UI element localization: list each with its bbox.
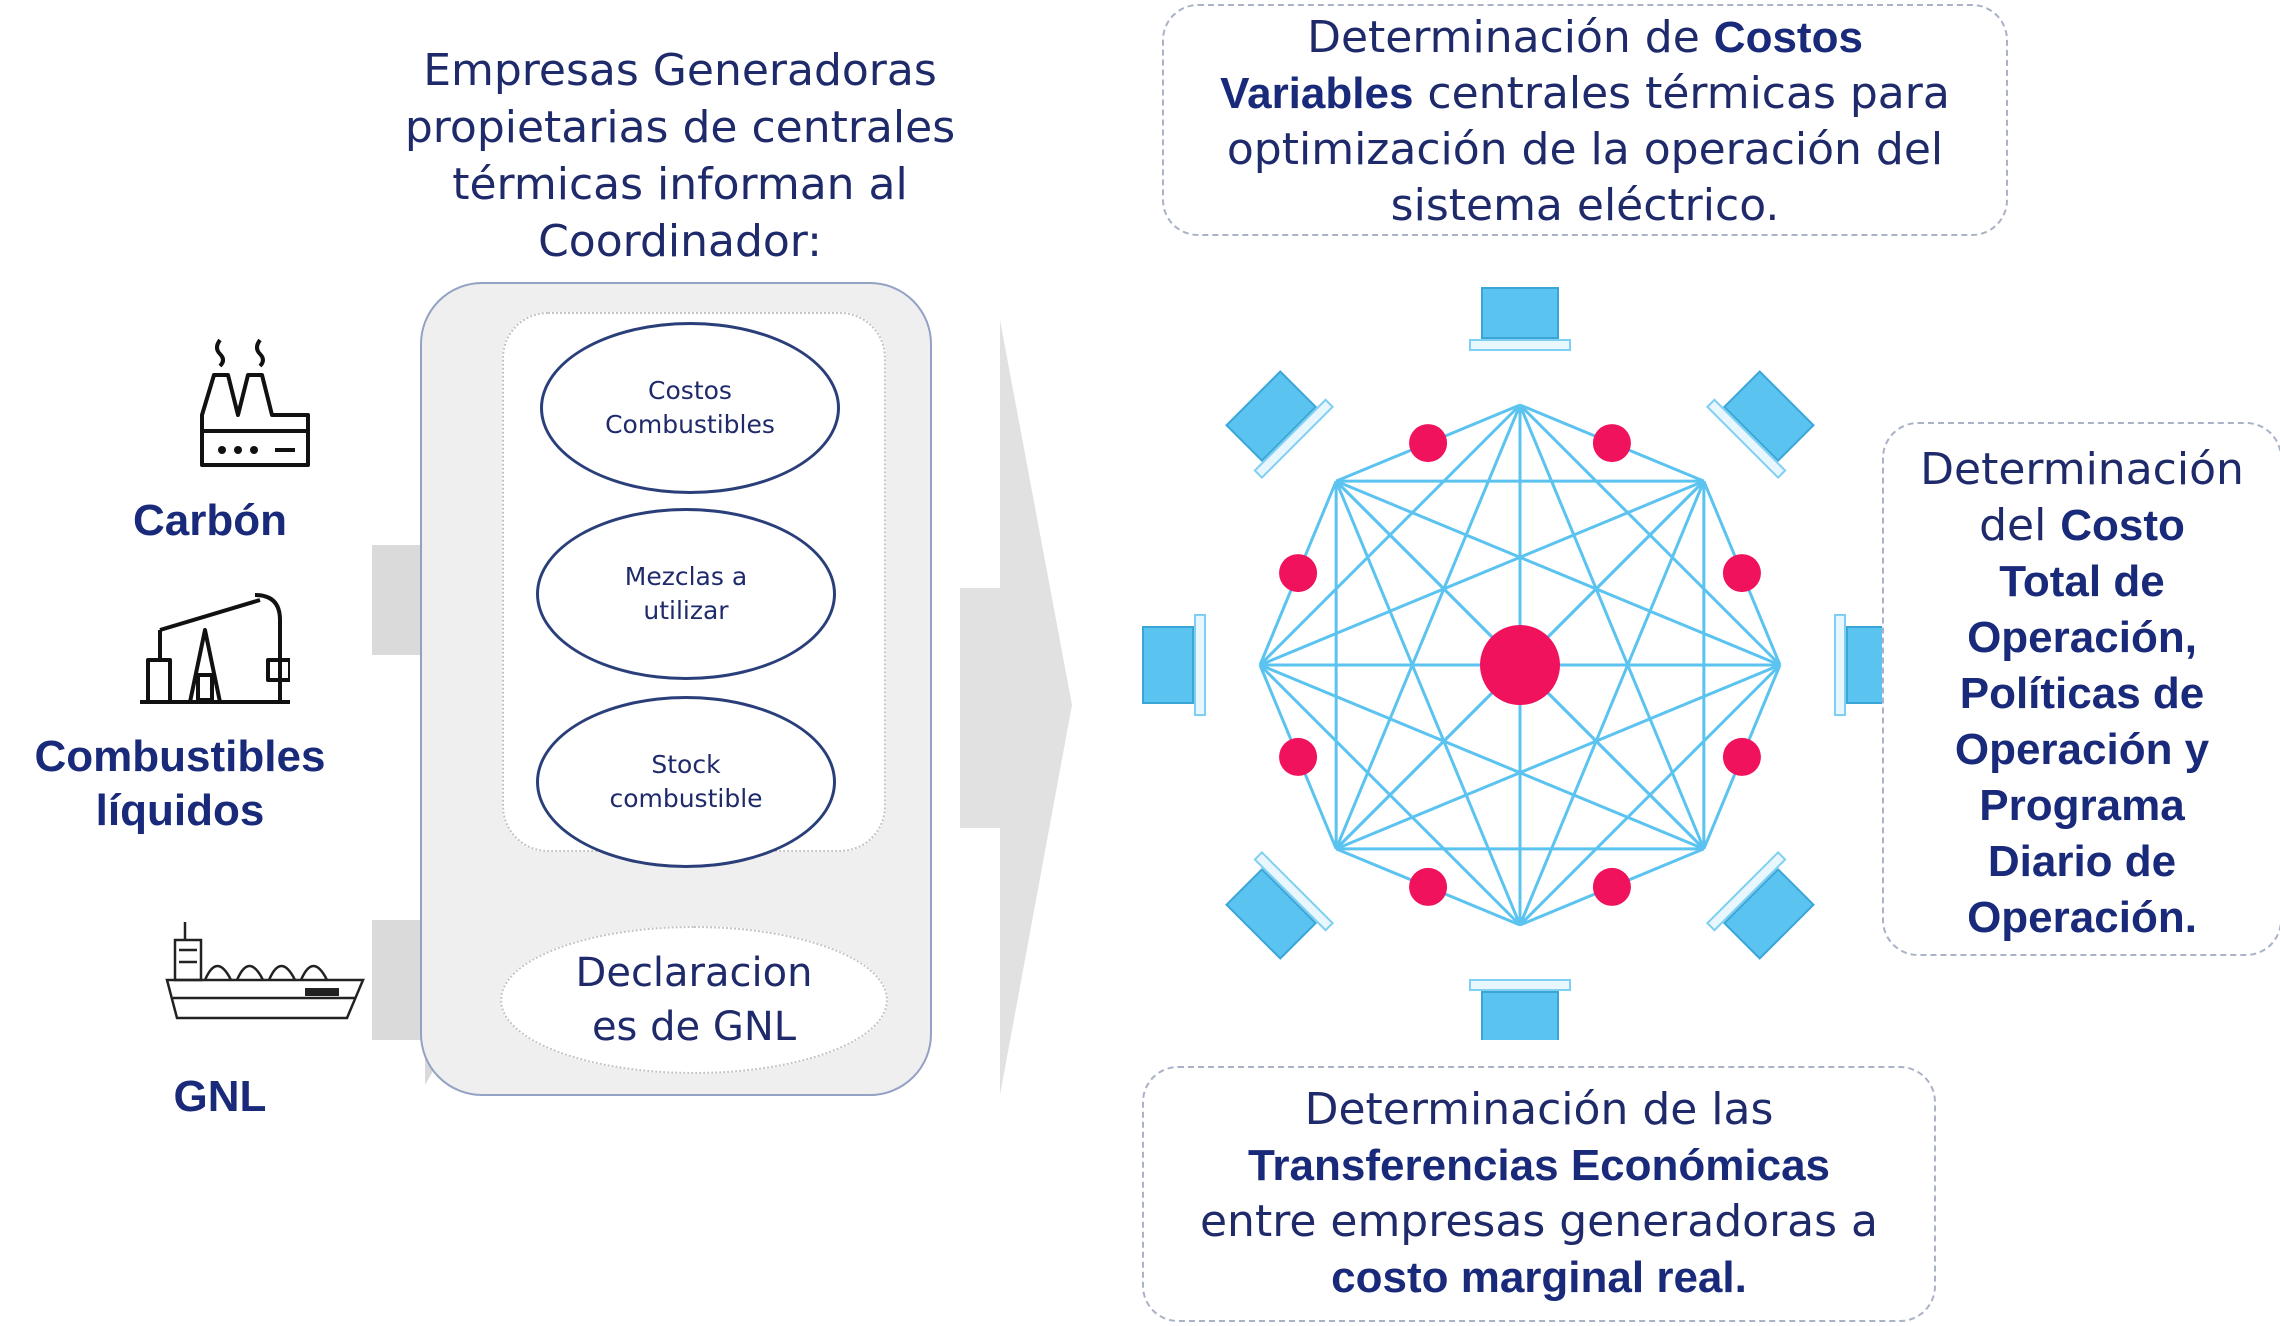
callout-bold: Programa	[1979, 781, 2185, 830]
oval-text: Stock	[651, 750, 721, 779]
callout-text: Determinación de	[1307, 12, 1714, 63]
fuel-label-line: Carbón	[133, 496, 287, 545]
network-node	[1722, 737, 1761, 776]
oval-text: utilizar	[643, 596, 729, 625]
callout-line: Determinación de las	[1304, 1084, 1774, 1135]
network-link	[1518, 480, 1706, 926]
network-node	[1279, 737, 1318, 776]
callout-text: centrales térmicas para	[1413, 68, 1950, 119]
fuel-label-line: GNL	[173, 1072, 267, 1121]
oval-declaraciones-gnl: Declaracion es de GNL	[500, 926, 888, 1074]
network-node	[1592, 867, 1631, 906]
callout-line: Operación,	[1884, 610, 2280, 666]
callout-bold: Operación y	[1954, 725, 2210, 774]
network-node	[1409, 867, 1448, 906]
callout-line: del Costo	[1884, 498, 2280, 554]
callout-bold: Operación,	[1967, 613, 2197, 662]
laptop-icon	[1225, 850, 1335, 960]
network-diagram	[1142, 287, 1898, 1040]
laptop-icon	[1142, 614, 1206, 716]
callout-transferencias: Determinación de las Transferencias Econ…	[1142, 1066, 1936, 1322]
callout-line: Programa	[1884, 778, 2280, 834]
callout-bold: Transferencias Económicas	[1247, 1141, 1831, 1190]
callout-line: Variables centrales térmicas para	[1164, 66, 2006, 122]
laptop-icon	[1705, 370, 1815, 480]
callout-line: sistema eléctrico.	[1390, 180, 1780, 231]
callout-line: Políticas de	[1884, 666, 2280, 722]
callout-line: optimización de la operación del	[1226, 124, 1944, 175]
network-link	[1334, 404, 1522, 850]
oval-text: Combustibles	[605, 410, 775, 439]
network-link	[1259, 479, 1705, 667]
oval-text: combustible	[609, 784, 763, 813]
fuel-label-gnl: GNL	[100, 1070, 340, 1124]
left-title-line: térmicas informan al	[452, 159, 908, 210]
network-node	[1722, 554, 1761, 593]
fuel-label-line: líquidos	[95, 786, 265, 835]
callout-line: Operación y	[1884, 722, 2280, 778]
callout-costos-variables: Determinación de Costos Variables centra…	[1162, 4, 2008, 236]
callout-line: Transferencias Económicas	[1144, 1138, 1934, 1194]
callout-bold: Variables	[1220, 69, 1414, 118]
laptop-icon	[1469, 287, 1571, 351]
callout-line: Total de	[1884, 554, 2280, 610]
callout-line: Operación.	[1884, 890, 2280, 946]
laptop-icon	[1705, 850, 1815, 960]
network-node	[1279, 554, 1318, 593]
oval-text: Mezclas a	[624, 562, 748, 591]
callout-costo-total: Determinación del Costo Total de Operaci…	[1882, 422, 2280, 956]
central-node	[1480, 625, 1560, 705]
callout-bold: Políticas de	[1959, 669, 2205, 718]
laptop-icon	[1469, 979, 1571, 1040]
left-title-line: propietarias de centrales	[404, 102, 956, 153]
callout-bold: Diario de	[1987, 837, 2177, 886]
oil-pumpjack-icon	[140, 593, 290, 704]
callout-bold: Operación.	[1967, 893, 2197, 942]
callout-line: Diario de	[1884, 834, 2280, 890]
callout-bold: Costos	[1713, 13, 1863, 62]
arrow-main	[960, 320, 1072, 1095]
network-link	[1518, 663, 1705, 850]
callout-line: costo marginal real.	[1144, 1250, 1934, 1306]
lng-tanker-ship-icon	[165, 922, 365, 1020]
laptop-icon	[1225, 370, 1335, 480]
factory-icon	[200, 338, 310, 467]
fuel-label-line: Combustibles	[34, 732, 326, 781]
callout-text: del	[1979, 500, 2061, 551]
callout-line: Determinación	[1920, 444, 2244, 495]
left-title: Empresas Generadoras propietarias de cen…	[360, 42, 1000, 270]
network-node	[1592, 424, 1631, 463]
network-link	[1335, 480, 1522, 667]
callout-bold: Costo	[2060, 501, 2185, 550]
left-title-line: Coordinador:	[538, 216, 822, 267]
callout-bold: Total de	[1999, 557, 2165, 606]
oval-text: Declaracion	[575, 950, 813, 996]
callout-bold: costo marginal real.	[1331, 1253, 1747, 1302]
oval-text: es de GNL	[591, 1004, 797, 1050]
left-title-line: Empresas Generadoras	[423, 45, 937, 96]
fuel-label-liquidos: Combustibles líquidos	[20, 730, 340, 838]
oval-stock: Stock combustible	[536, 696, 836, 868]
network-link	[1518, 404, 1706, 850]
network-link	[1335, 663, 1522, 850]
network-link	[1334, 480, 1522, 926]
network-link	[1518, 480, 1705, 667]
network-link	[1259, 663, 1705, 851]
network-link	[1335, 479, 1781, 667]
oval-text: Costos	[648, 376, 732, 405]
fuel-label-carbon: Carbón	[90, 494, 330, 548]
callout-line: entre empresas generadoras a	[1199, 1196, 1879, 1247]
network-node	[1409, 424, 1448, 463]
network-link	[1335, 663, 1781, 851]
callout-line: Determinación de Costos	[1164, 10, 2006, 66]
oval-mezclas: Mezclas a utilizar	[536, 508, 836, 680]
